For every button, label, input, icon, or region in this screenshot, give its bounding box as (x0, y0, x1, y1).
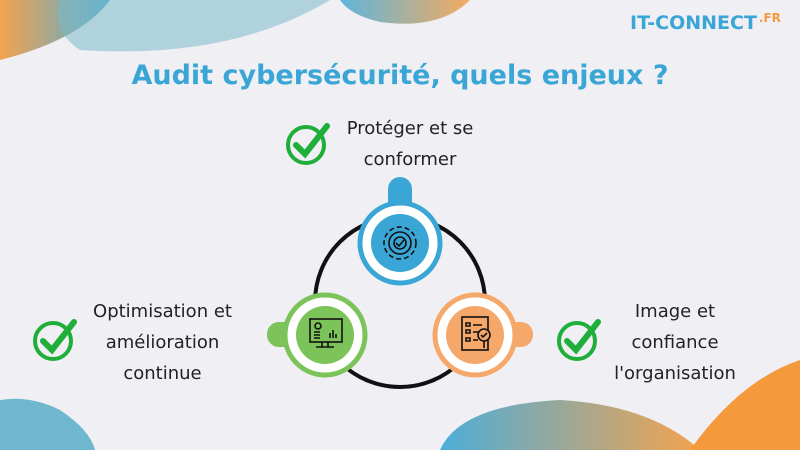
checklist-magnifier-icon (461, 316, 491, 351)
check-icon (557, 319, 601, 361)
page-title: Audit cybersécurité, quels enjeux ? (131, 60, 669, 91)
node-right (432, 292, 518, 378)
logo-text: IT-CONNECT (630, 12, 757, 34)
gear-check-icon (383, 226, 417, 260)
it-connect-logo: IT-CONNECT.FR (630, 11, 781, 34)
check-icon (33, 319, 77, 361)
monitor-dashboard-icon (309, 318, 343, 348)
node-top (357, 200, 443, 286)
check-icon (286, 123, 330, 165)
node-left (282, 292, 368, 378)
logo-suffix: .FR (758, 11, 781, 25)
